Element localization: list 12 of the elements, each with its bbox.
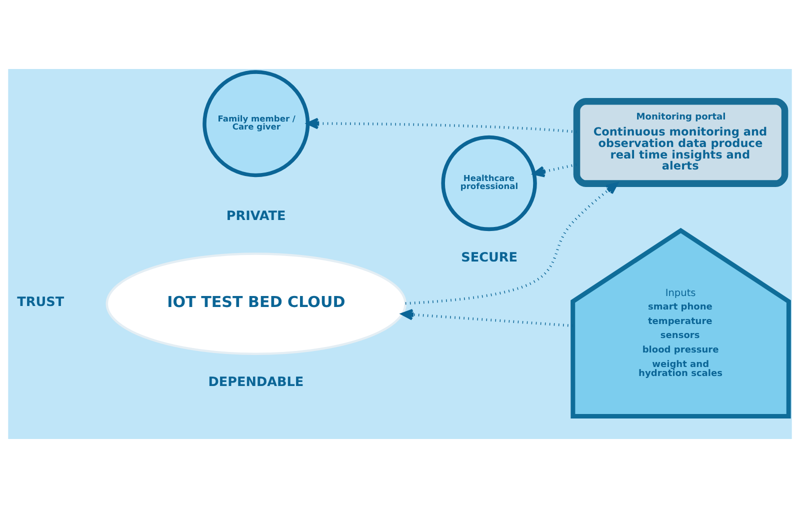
label: TRUST [17, 294, 64, 310]
node-ellipse: IOT TEST BED CLOUD [106, 252, 406, 355]
node-box: Monitoring portal Continuous monitoring and observation data produce real time insights and alerts [573, 98, 788, 186]
arrow [401, 308, 573, 327]
arrow [405, 182, 618, 304]
arrow [532, 162, 577, 177]
node-circle: Family member / Care giver [202, 70, 310, 177]
arrow [306, 117, 577, 133]
label: DEPENDABLE [208, 374, 304, 390]
label: SECURE [461, 250, 518, 266]
node-circle: Healthcare professional [441, 134, 537, 231]
label: PRIVATE [226, 208, 286, 224]
